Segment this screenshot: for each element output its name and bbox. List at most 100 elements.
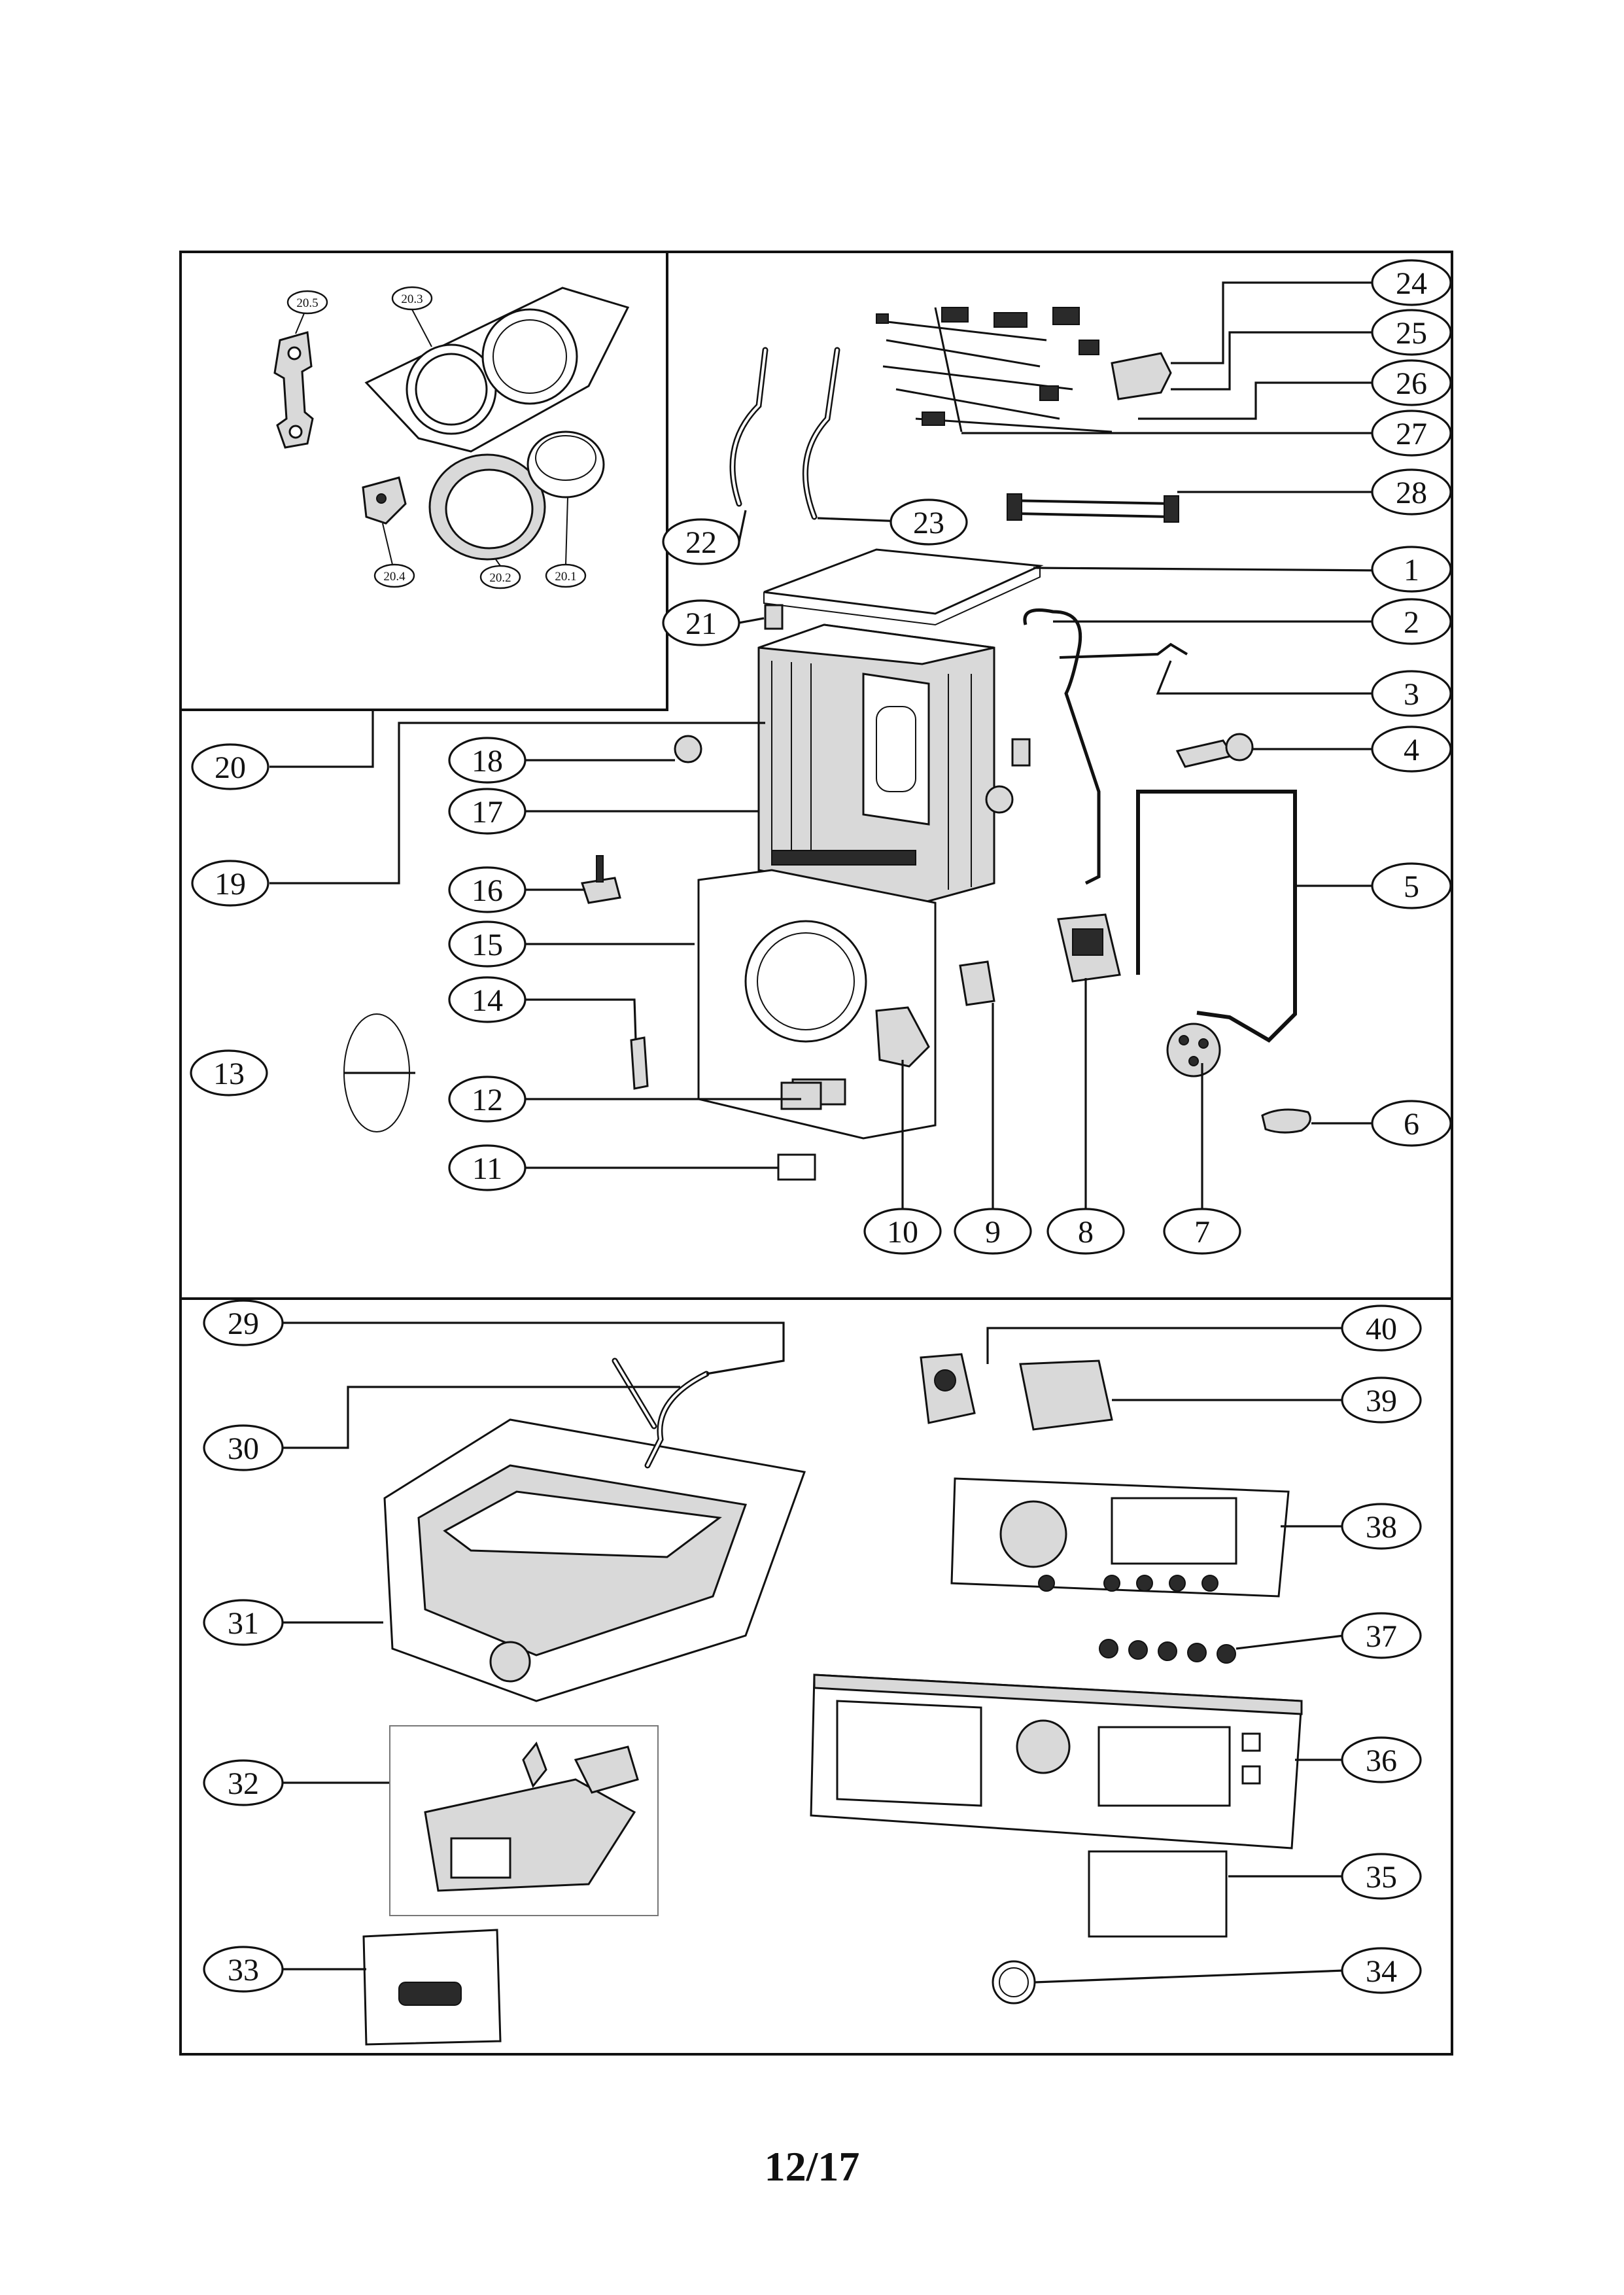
drawer-siphon-part: [522, 1742, 547, 1788]
drawer-insert-part: [574, 1745, 639, 1794]
drawer-label-area: [450, 1837, 511, 1879]
callout-25: 25: [1371, 309, 1452, 356]
svg-text:30: 30: [228, 1431, 259, 1466]
button-cap-3: [1158, 1641, 1177, 1661]
door-glass-part: [527, 430, 605, 499]
svg-text:24: 24: [1396, 266, 1427, 301]
control-board-knob-seat: [999, 1500, 1067, 1568]
svg-text:35: 35: [1366, 1860, 1397, 1895]
svg-text:20.2: 20.2: [489, 571, 511, 585]
callout-1: 1: [1371, 546, 1452, 593]
door-frame-ring-right-inner: [492, 319, 567, 394]
svg-text:9: 9: [985, 1215, 1001, 1250]
svg-text:14: 14: [472, 983, 503, 1018]
detergent-valve-part: [581, 877, 621, 904]
button-cap-5: [1217, 1644, 1236, 1664]
top-cover-edge: [763, 566, 1041, 626]
svg-text:10: 10: [887, 1215, 918, 1250]
foot-part-18: [674, 735, 702, 763]
svg-text:8: 8: [1078, 1215, 1094, 1250]
callout-14: 14: [448, 976, 527, 1023]
door-inner-ring-hole: [445, 468, 534, 550]
sub-leader-20-3: [411, 309, 432, 347]
program-knob-rim: [999, 1967, 1029, 1997]
svg-text:20: 20: [215, 750, 246, 785]
cabinet-rear-opening: [862, 673, 930, 826]
door-inset-frame: [179, 251, 668, 711]
svg-text:31: 31: [228, 1606, 259, 1641]
callout-8: 8: [1046, 1208, 1125, 1255]
svg-text:11: 11: [472, 1151, 502, 1186]
door-frame-ring-right: [481, 308, 578, 405]
dispenser-lid-part: [443, 1490, 722, 1558]
door-lock-strip-part: [630, 1036, 649, 1090]
callout-28: 28: [1371, 468, 1452, 516]
dispenser-hoses-core: [613, 1359, 708, 1467]
svg-text:40: 40: [1366, 1312, 1397, 1346]
sensor-head: [1225, 733, 1254, 762]
svg-text:20.3: 20.3: [401, 292, 423, 306]
svg-text:27: 27: [1396, 417, 1427, 451]
control-board-display: [1111, 1497, 1237, 1565]
control-panel-display-window: [1097, 1726, 1231, 1807]
svg-text:20.1: 20.1: [555, 570, 576, 584]
detergent-valve-stem: [596, 855, 604, 883]
drain-filter-hole-3: [1188, 1056, 1199, 1066]
control-panel-top-edge: [813, 1673, 1303, 1715]
hinge-pin-top: [287, 346, 302, 360]
callout-20: 20: [191, 743, 269, 790]
filter-capacitor-part: [1111, 352, 1172, 400]
cabinet-assembly: [674, 548, 1044, 904]
callout-22: 22: [662, 518, 740, 565]
callout-21: 21: [662, 599, 740, 646]
svg-text:15: 15: [472, 928, 503, 962]
inlet-hose-22-core: [731, 349, 767, 505]
lower-assembly-frame: [179, 1297, 1453, 2056]
sub-callout-20-5: 20.5: [286, 290, 328, 315]
callout-13: 13: [190, 1049, 268, 1096]
button-cap-4: [1187, 1643, 1207, 1662]
sub-leader-20-2: [495, 559, 501, 567]
callout-27: 27: [1371, 410, 1452, 457]
svg-text:34: 34: [1366, 1954, 1397, 1989]
sub-callout-20-2: 20.2: [479, 565, 521, 589]
callout-18: 18: [448, 737, 527, 784]
board-button-5: [1201, 1575, 1218, 1592]
callout-4: 4: [1371, 726, 1452, 773]
svg-text:4: 4: [1404, 733, 1419, 767]
control-panel-drawer-window: [836, 1700, 982, 1807]
hose-clamp-part: [1261, 1108, 1311, 1134]
callout-26: 26: [1371, 359, 1452, 406]
sub-callout-balloons: 20.1 20.2 20.3 20.4 20.5: [286, 286, 587, 589]
page-number: 12/17: [764, 2143, 860, 2190]
drain-hose-part: [1136, 790, 1297, 1043]
svg-text:20.4: 20.4: [383, 570, 406, 584]
callout-23: 23: [890, 499, 968, 546]
board-button-4: [1169, 1575, 1186, 1592]
svg-text:23: 23: [913, 506, 944, 540]
callout-9: 9: [954, 1208, 1032, 1255]
dispenser-outlet-part: [489, 1641, 531, 1683]
hinge-pin-bottom: [288, 425, 303, 439]
sub-leader-20-5: [295, 313, 305, 334]
clip-part-right: [1011, 738, 1031, 767]
door-lock-part: [875, 1006, 930, 1068]
control-panel-knob: [1016, 1719, 1071, 1774]
svg-text:26: 26: [1396, 366, 1427, 401]
dispenser-assembly: [362, 1358, 806, 2046]
callout-2: 2: [1371, 598, 1452, 645]
svg-text:29: 29: [228, 1306, 259, 1341]
callout-30: 30: [203, 1424, 284, 1471]
callout-37: 37: [1341, 1612, 1422, 1659]
sensor-part: [1175, 739, 1235, 768]
drawer-handle-opening: [398, 1982, 462, 2006]
callout-7: 7: [1163, 1208, 1241, 1255]
callout-6: 6: [1371, 1100, 1452, 1147]
sub-callout-20-4: 20.4: [373, 563, 415, 588]
cabinet-opening-inner: [876, 706, 916, 792]
front-panel-door-inner: [757, 932, 855, 1030]
clip-part-21: [764, 604, 784, 630]
control-panel-button-top: [1241, 1732, 1261, 1752]
svg-text:20.5: 20.5: [296, 296, 318, 310]
